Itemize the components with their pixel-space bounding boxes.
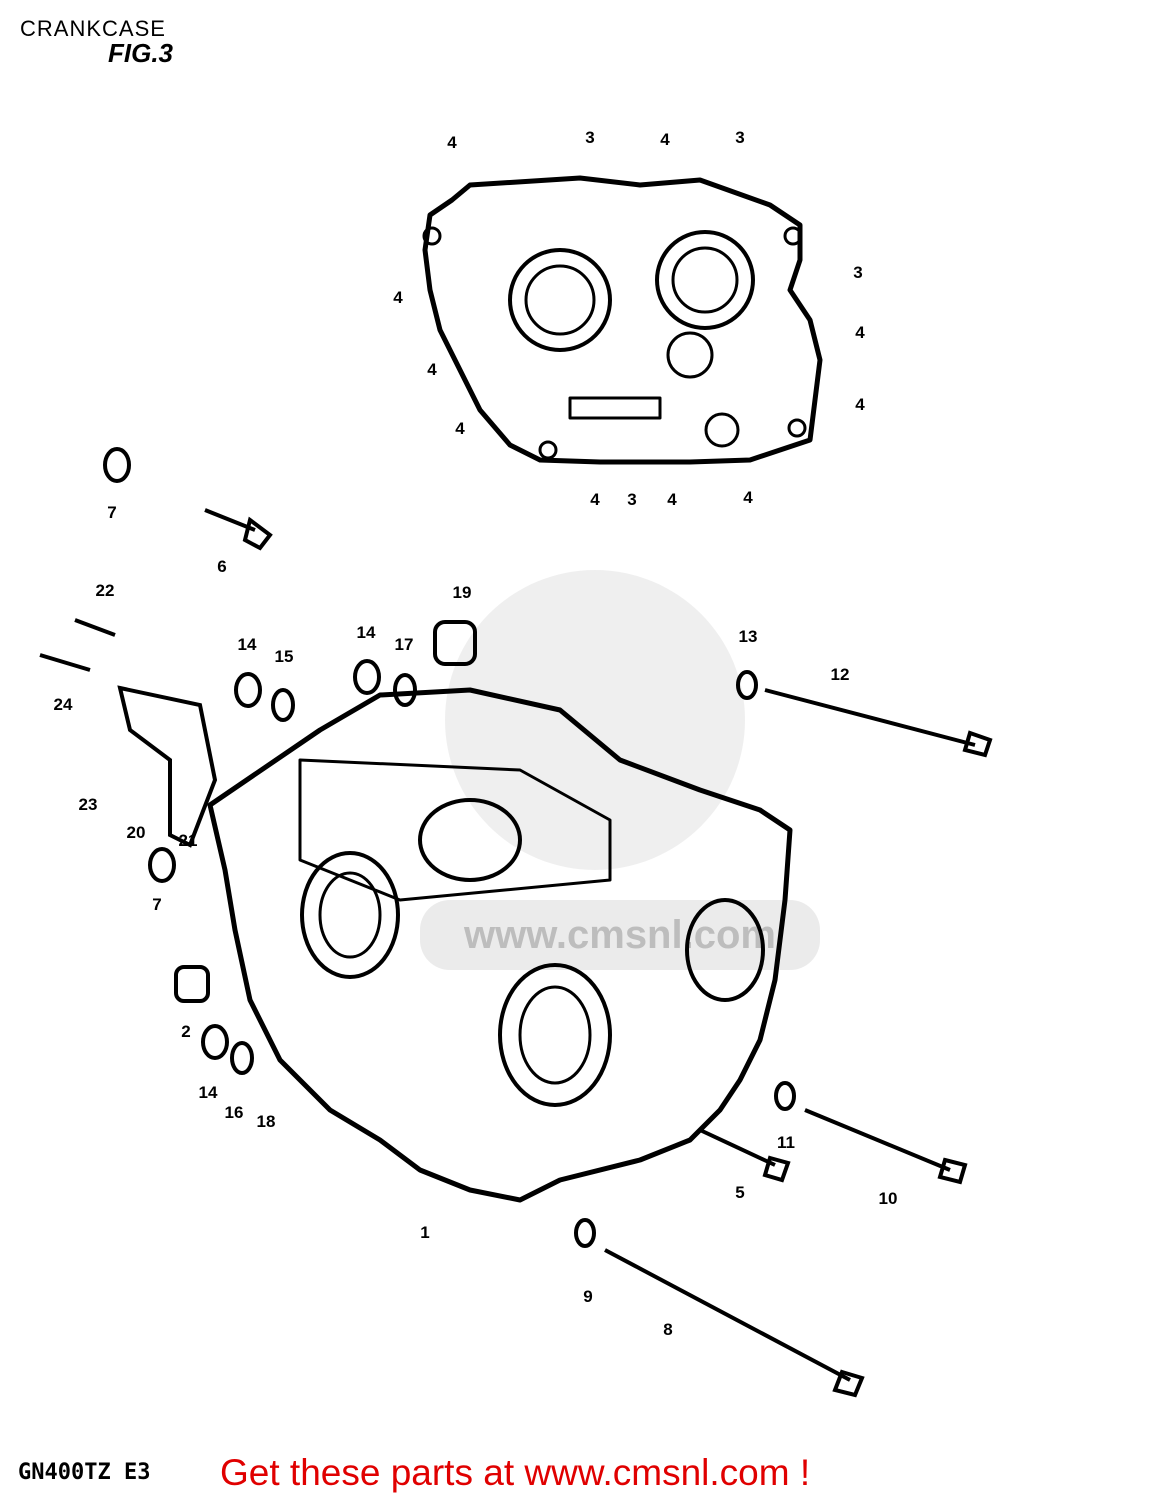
callout-label: 18: [257, 1112, 276, 1131]
callout-label: 7: [107, 503, 116, 522]
callout-label: 4: [855, 323, 865, 342]
callout-label: 21: [179, 831, 198, 850]
callout-label: 4: [855, 395, 865, 414]
promo-link[interactable]: Get these parts at www.cmsnl.com !: [220, 1452, 811, 1493]
callout-label: 4: [427, 360, 437, 379]
callout-label: 4: [667, 490, 677, 509]
callout-label: 20: [127, 823, 146, 842]
callout-label: 3: [853, 263, 862, 282]
callout-label: 7: [152, 895, 161, 914]
callout-label: 2: [181, 1022, 190, 1041]
watermark-logo: www.cmsnl.com: [420, 570, 820, 970]
washer-parts: [103, 447, 796, 1248]
callout-label: 14: [238, 635, 257, 654]
callout-label: 9: [583, 1287, 592, 1306]
callout-label: 23: [79, 795, 98, 814]
callout-label: 11: [777, 1133, 795, 1152]
callout-labels: 4 3 4 3 3 4 4 4 4 4 4 3 4 4 7 6 22 24 23…: [54, 128, 898, 1339]
callout-label: 10: [879, 1189, 898, 1208]
callout-label: 4: [447, 133, 457, 152]
callout-label: 16: [225, 1103, 244, 1122]
callout-label: 19: [453, 583, 472, 602]
callout-label: 4: [660, 130, 670, 149]
callout-label: 22: [96, 581, 115, 600]
callout-label: 3: [735, 128, 744, 147]
callout-label: 15: [275, 647, 294, 666]
crankcase-body: [207, 687, 793, 1203]
callout-label: 3: [585, 128, 594, 147]
callout-label: 4: [393, 288, 403, 307]
callout-label: 24: [54, 695, 73, 714]
callout-label: 6: [217, 557, 226, 576]
figure-label: FIG.3: [108, 38, 174, 68]
crankcase-gasket: [422, 175, 823, 465]
model-code: GN400TZ E3: [18, 1460, 151, 1485]
callout-label: 4: [590, 490, 600, 509]
callout-label: 12: [831, 665, 850, 684]
page-title: CRANKCASE: [20, 16, 166, 41]
callout-label: 17: [395, 635, 414, 654]
callout-label: 3: [627, 490, 636, 509]
callout-label: 4: [455, 419, 465, 438]
callout-label: 8: [663, 1320, 672, 1339]
callout-label: 13: [739, 627, 758, 646]
callout-label: 14: [357, 623, 376, 642]
callout-label: 14: [199, 1083, 218, 1102]
watermark-text: www.cmsnl.com: [463, 913, 776, 957]
callout-label: 5: [735, 1183, 744, 1202]
callout-label: 1: [420, 1223, 429, 1242]
callout-label: 4: [743, 488, 753, 507]
bolt-parts: [39, 508, 993, 1398]
